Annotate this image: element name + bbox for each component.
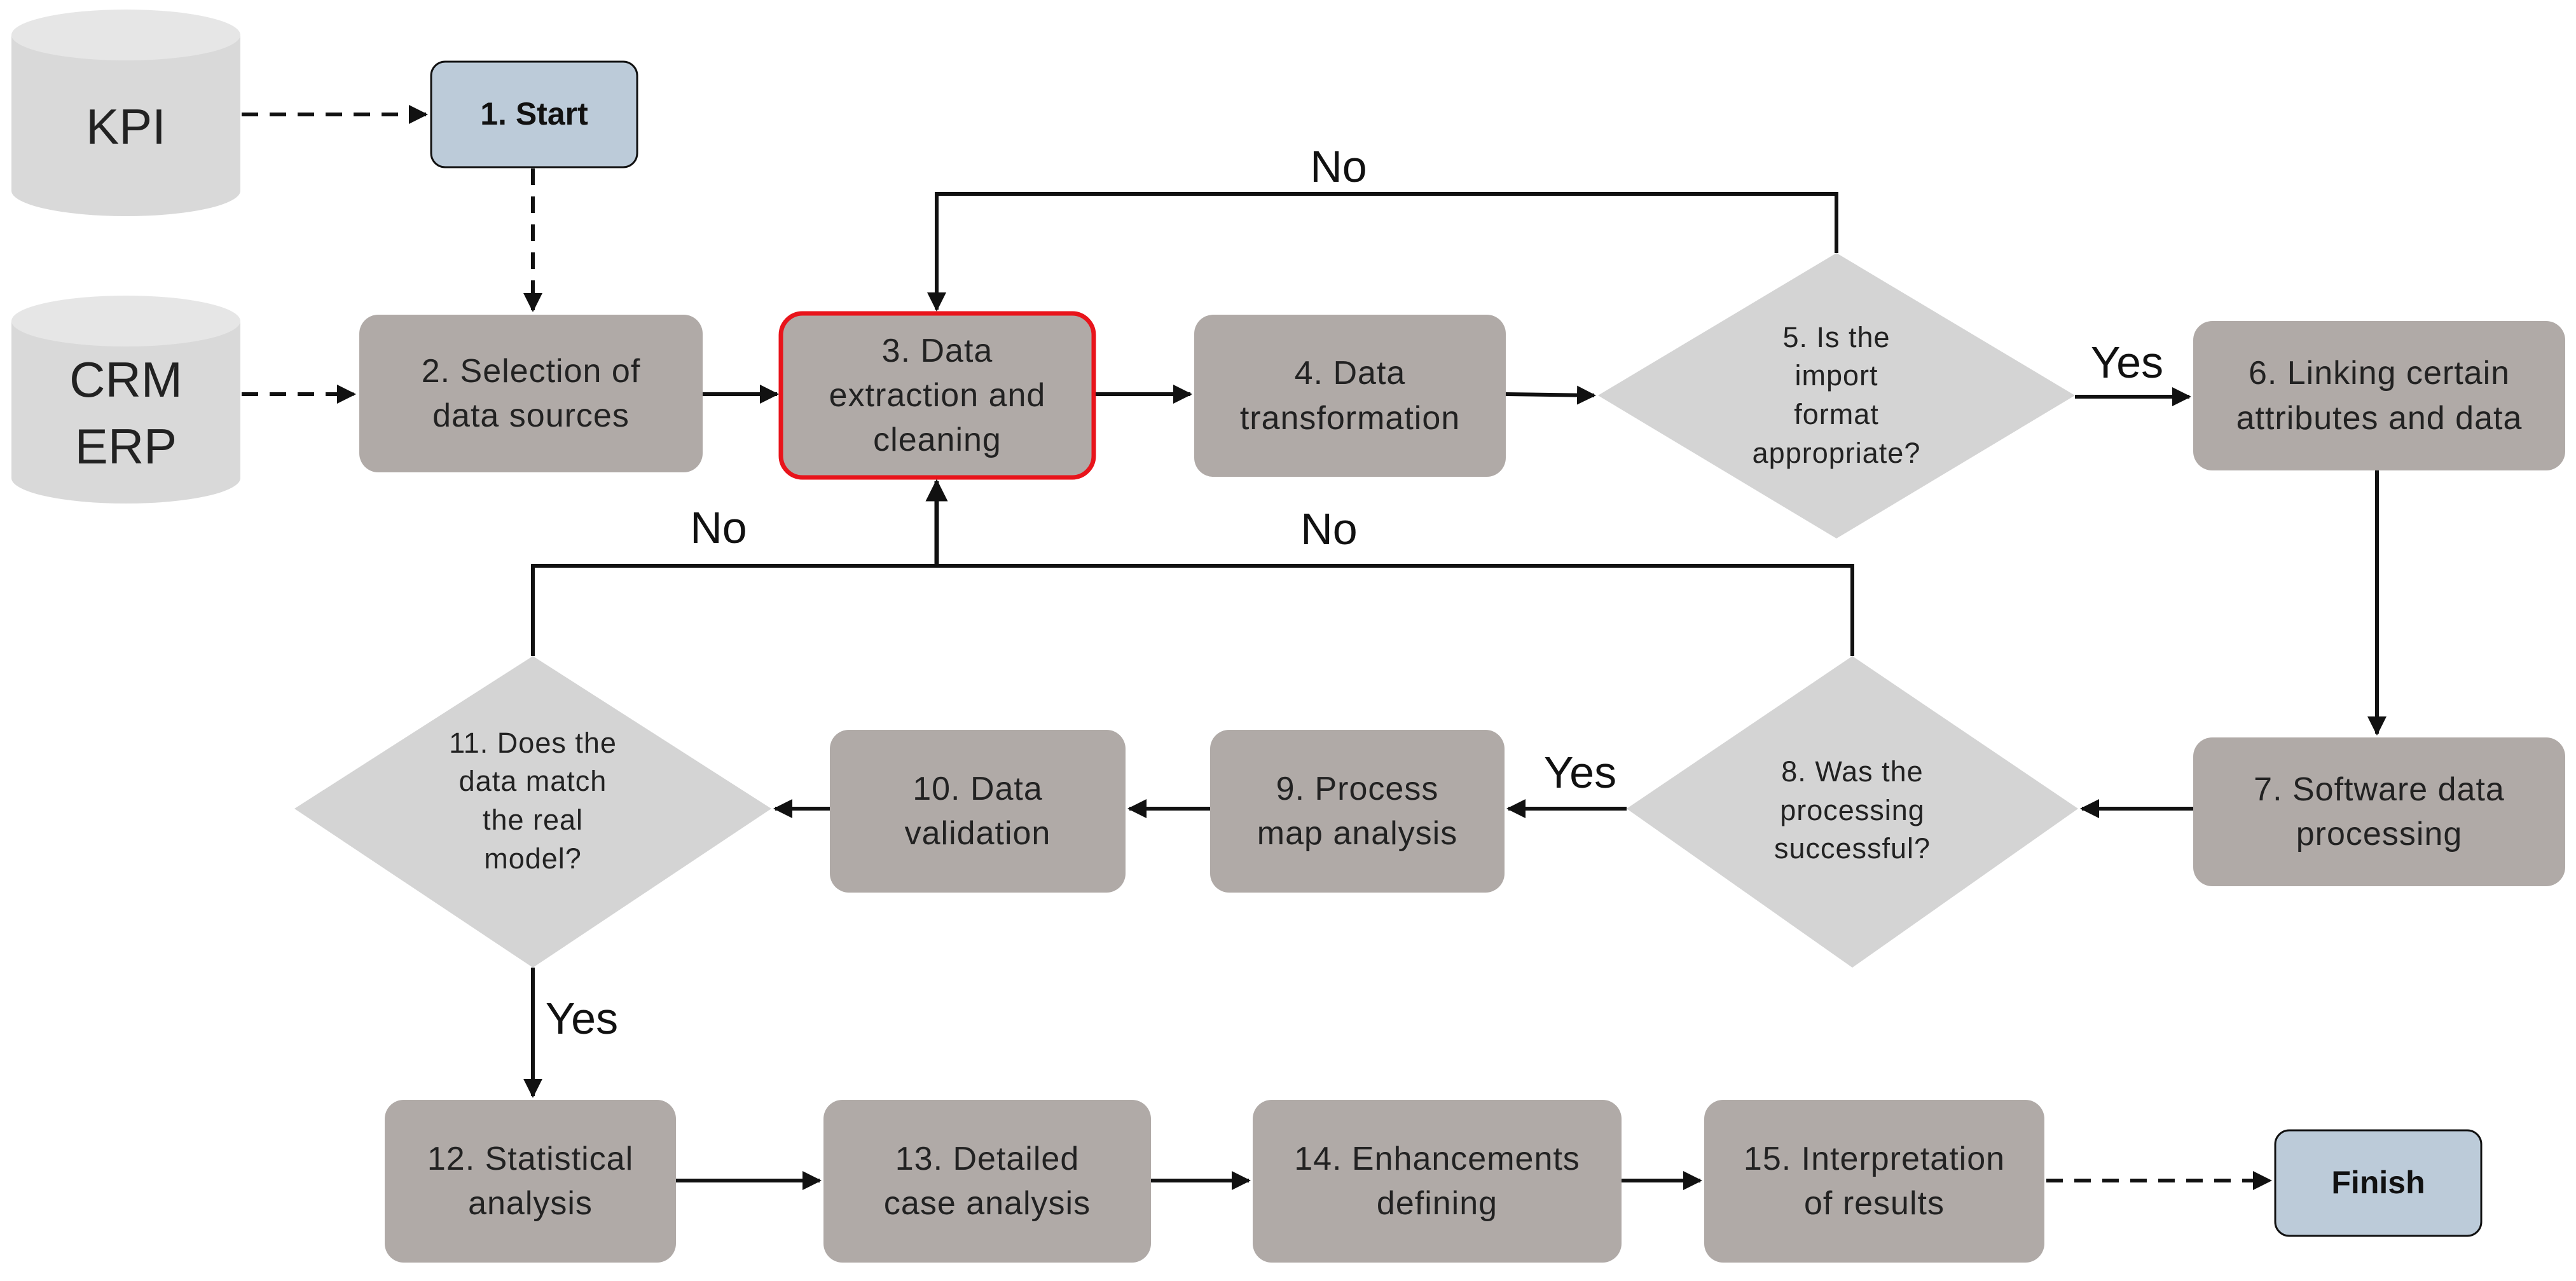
step-15-label-line: of results [1804, 1185, 1945, 1222]
crm-erp-database-icon [11, 296, 240, 503]
step-10-box [830, 730, 1126, 893]
step-12-label: 12. Statistical analysis [385, 1100, 676, 1263]
step-3-label-line: cleaning [873, 421, 1002, 459]
step-12-label-line: 12. Statistical [427, 1140, 634, 1177]
step-14-label-line: defining [1376, 1185, 1498, 1222]
step-6-label-line: 6. Linking certain [2248, 355, 2511, 392]
step-4-box [1194, 315, 1506, 477]
decision-8-label-line: 8. Was the [1781, 755, 1924, 788]
kpi-label: KPI [11, 54, 240, 200]
step-2-label-line: data sources [432, 397, 630, 434]
decision-8-no-loop-line [937, 564, 1854, 656]
finish-label: Finish [2275, 1130, 2481, 1236]
step-7-label-line: 7. Software data [2254, 771, 2505, 808]
step-9-box [1210, 730, 1505, 893]
decision-8-yes-label: Yes [1543, 747, 1617, 797]
step-2-box [359, 315, 703, 472]
step-4-label-line: transformation [1239, 399, 1461, 437]
decision-11-yes-label: Yes [545, 993, 619, 1043]
decision-5-label: 5. Is the import format appropriate? [1681, 262, 1992, 529]
start-terminal [430, 60, 638, 168]
crm-erp-label: CRM ERP [11, 331, 240, 496]
step-4-to-decision-5-arrow [1505, 385, 1596, 405]
decision-5-label-line: 5. Is the [1782, 320, 1891, 353]
decision-11-label-line: model? [484, 842, 582, 875]
step-10-label-line: 10. Data [913, 770, 1043, 807]
finish-label-line: Finish [2331, 1165, 2425, 1201]
step-3-box [778, 311, 1096, 480]
decision-5-label-line: format [1794, 398, 1879, 430]
decision-8-label-line: successful? [1774, 832, 1931, 865]
decision-11-no-loop-line [531, 564, 937, 656]
step-3-label: 3. Data extraction and cleaning [781, 313, 1094, 477]
step-4-label: 4. Data transformation [1194, 315, 1506, 477]
decision-5-no-loop-arrow [927, 192, 1838, 312]
step-2-label: 2. Selection of data sources [359, 315, 703, 472]
step-6-label-line: attributes and data [2236, 399, 2523, 437]
decision-5-yes-label: Yes [2090, 337, 2164, 387]
step-12-label-line: analysis [468, 1185, 593, 1222]
step-6-box [2193, 321, 2565, 470]
step-14-label: 14. Enhancements defining [1253, 1100, 1622, 1263]
decision-5-no-label: No [1310, 141, 1367, 191]
start-label-line: 1. Start [480, 96, 588, 132]
step-9-label-line: 9. Process [1276, 770, 1439, 807]
step-7-label: 7. Software data processing [2193, 737, 2565, 886]
step-13-label-line: 13. Detailed [895, 1140, 1080, 1177]
decision-11-label-line: data match [458, 765, 607, 798]
start-label: 1. Start [431, 62, 637, 167]
step-7-label-line: processing [2296, 816, 2463, 853]
decision-11-diamond [294, 656, 771, 968]
decision-11-label-line: 11. Does the [449, 726, 617, 759]
finish-terminal [2274, 1129, 2483, 1237]
step-4-label-line: 4. Data [1294, 355, 1406, 392]
decision-11-label: 11. Does the data match the real model? [377, 687, 689, 915]
step-14-box [1253, 1100, 1622, 1263]
step-13-label: 13. Detailed case analysis [823, 1100, 1151, 1263]
step-7-box [2193, 737, 2565, 886]
decision-5-label-line: import [1794, 359, 1878, 392]
decision-5-label-line: appropriate? [1752, 436, 1921, 469]
kpi-label-line: KPI [86, 99, 166, 155]
step-10-label-line: validation [904, 815, 1051, 852]
decision-8-diamond [1627, 656, 2078, 968]
step-14-label-line: 14. Enhancements [1294, 1140, 1580, 1177]
decision-11-label-line: the real [482, 804, 584, 836]
crm-erp-label-line: ERP [74, 418, 177, 474]
step-3-label-line: extraction and [829, 376, 1046, 414]
step-10-label: 10. Data validation [830, 730, 1126, 893]
decision-8-label-line: processing [1780, 793, 1925, 826]
step-6-label: 6. Linking certain attributes and data [2193, 321, 2565, 470]
step-12-box [385, 1100, 676, 1263]
step-15-label: 15. Interpretation of results [1704, 1100, 2044, 1263]
step-13-label-line: case analysis [883, 1185, 1091, 1222]
step-2-label-line: 2. Selection of [421, 352, 641, 390]
step-9-label-line: map analysis [1257, 815, 1458, 852]
crm-erp-label-line: CRM [69, 351, 183, 408]
kpi-database-icon [11, 10, 240, 216]
step-9-label: 9. Process map analysis [1210, 730, 1505, 893]
decision-11-no-label: No [690, 502, 747, 552]
step-15-box [1704, 1100, 2044, 1263]
decision-8-no-label: No [1300, 503, 1358, 554]
decision-8-label: 8. Was the processing successful? [1697, 715, 2008, 906]
decision-5-diamond [1598, 253, 2075, 538]
step-3-label-line: 3. Data [881, 332, 993, 369]
step-13-box [823, 1100, 1151, 1263]
step-15-label-line: 15. Interpretation [1743, 1140, 2006, 1177]
